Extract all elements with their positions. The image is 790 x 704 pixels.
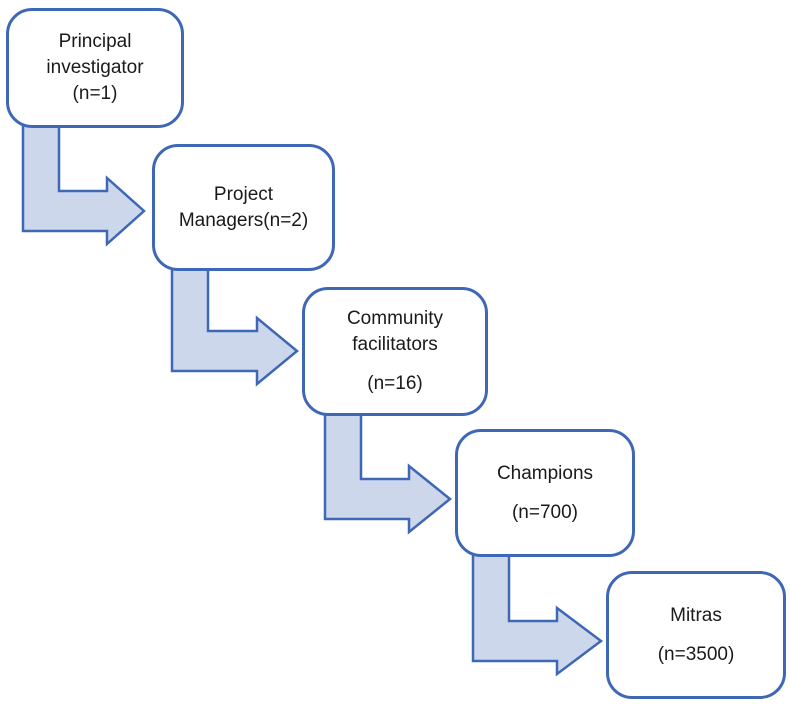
elbow-arrow-3 <box>323 409 452 535</box>
elbow-arrow-2 <box>170 264 299 387</box>
node-count-line: (n=1) <box>72 83 118 104</box>
node-label-line: Champions <box>496 462 594 484</box>
elbow-arrow-4 <box>471 551 604 677</box>
node-project-managers: Project Managers(n=2) <box>152 144 335 271</box>
node-principal-investigator: Principal investigator (n=1) <box>6 8 184 128</box>
node-champions: Champions (n=700) <box>455 429 635 557</box>
node-count-line: (n=16) <box>367 373 423 394</box>
node-label-line: Community <box>346 308 444 329</box>
node-count-line: (n=3500) <box>657 643 735 665</box>
elbow-arrow-1 <box>21 120 146 247</box>
node-label-line: facilitators <box>352 334 438 355</box>
node-mitras: Mitras (n=3500) <box>606 571 786 699</box>
node-label-line: Mitras <box>670 604 722 626</box>
node-label-line: investigator <box>46 57 144 78</box>
node-community-facilitators: Community facilitators (n=16) <box>302 287 488 416</box>
node-count-line: (n=700) <box>511 501 579 523</box>
node-label-line: Managers(n=2) <box>178 209 309 231</box>
node-label-line: Principal <box>58 31 132 52</box>
node-label-line: Project <box>213 183 274 205</box>
